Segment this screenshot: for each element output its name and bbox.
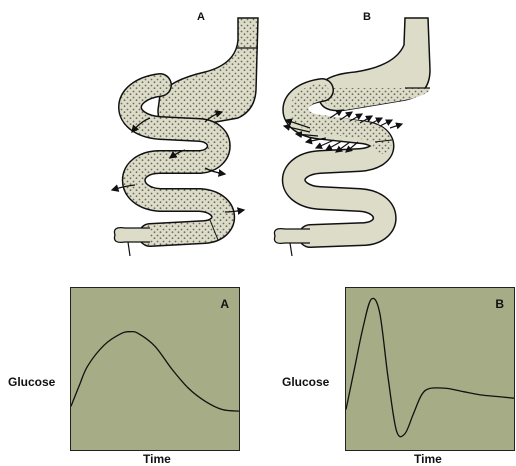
chart-b-ylabel: Glucose	[282, 376, 329, 388]
chart-b-xlabel: Time	[414, 453, 442, 465]
stomach-a	[158, 18, 258, 129]
chart-a-label: A	[220, 298, 229, 310]
diagram-label-b: B	[363, 12, 371, 23]
chart-b-plot	[346, 288, 516, 452]
chart-a-ylabel: Glucose	[8, 376, 55, 388]
intestine-a	[112, 18, 258, 256]
chart-b-label: B	[495, 298, 504, 310]
intestine-b	[274, 18, 430, 256]
chart-a-plot	[71, 288, 241, 452]
chart-b-line	[346, 298, 514, 436]
chart-a-xlabel: Time	[143, 453, 171, 465]
chart-b: B	[345, 287, 515, 451]
chart-a: A	[70, 287, 240, 451]
diagram-label-a: A	[197, 12, 205, 23]
intestine-diagrams	[0, 0, 516, 280]
chart-a-line	[71, 332, 239, 412]
